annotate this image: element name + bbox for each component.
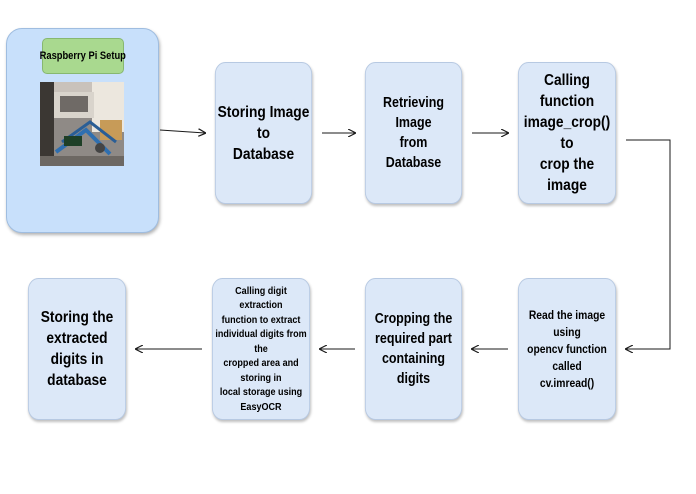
raspberry-pi-hardware-icon <box>40 82 124 166</box>
step-read-image-text: Read the image using opencv function cal… <box>519 307 615 392</box>
arrow-call-to-read <box>626 140 670 349</box>
setup-label-text: Raspberry Pi Setup <box>40 50 126 62</box>
step-store-image-text: Storing Image to Database <box>216 102 311 165</box>
step-call-crop-text: Calling function image_crop() to crop th… <box>519 70 615 196</box>
step-extract-digits-text: Calling digit extraction function to ext… <box>213 284 309 415</box>
step-call-crop: Calling function image_crop() to crop th… <box>518 62 616 204</box>
step-crop-part: Cropping the required part containing di… <box>365 278 462 420</box>
step-extract-digits: Calling digit extraction function to ext… <box>212 278 310 420</box>
raspberry-pi-photo <box>40 82 124 166</box>
step-store-digits: Storing the extracted digits in database <box>28 278 126 420</box>
step-store-digits-text: Storing the extracted digits in database <box>29 307 125 391</box>
arrow-setup-to-store <box>160 130 205 133</box>
step-crop-part-text: Cropping the required part containing di… <box>366 309 461 389</box>
step-retrieve-image: Retrieving Image from Database <box>365 62 462 204</box>
step-retrieve-image-text: Retrieving Image from Database <box>366 93 461 173</box>
step-store-image: Storing Image to Database <box>215 62 312 204</box>
setup-label: Raspberry Pi Setup <box>42 38 124 74</box>
step-read-image: Read the image using opencv function cal… <box>518 278 616 420</box>
